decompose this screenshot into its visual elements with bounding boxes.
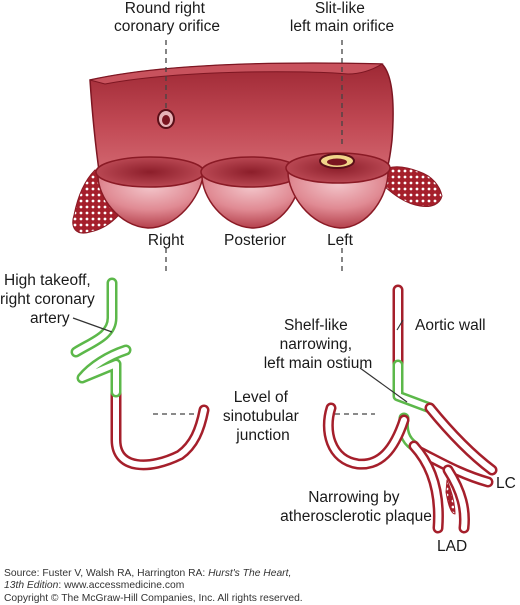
lad-label: LAD <box>437 538 467 555</box>
dashed-leaders <box>153 40 375 415</box>
shelf-like-label: Shelf-like narrowing, left main ostium <box>264 317 373 372</box>
right-dotted-tissue <box>383 166 443 207</box>
right-coronary-vessel <box>70 277 210 471</box>
cusp-right-label: Right <box>148 232 185 249</box>
cusp-posterior-label: Posterior <box>224 232 286 249</box>
high-takeoff-label: High takeoff, right coronary artery <box>0 272 99 327</box>
plaque-label: Narrowing by atherosclerotic plaque <box>280 489 432 525</box>
source-title: Hurst's The Heart, <box>208 568 292 579</box>
copyright-text: Copyright © The McGraw-Hill Companies, I… <box>4 593 303 604</box>
atherosclerotic-plaque <box>445 479 456 515</box>
aortic-wall-label: Aortic wall <box>415 317 486 334</box>
source-prefix: Source: Fuster V, Walsh RA, Harrington R… <box>4 568 209 579</box>
site-text: : www.accessmedicine.com <box>58 580 185 591</box>
labels: Round right coronary orifice Slit-like l… <box>0 0 516 555</box>
right-cusp <box>95 156 205 229</box>
aortic-wall-rim <box>89 62 384 85</box>
cusp-left-label: Left <box>327 232 354 249</box>
edition-text: 13th Edition <box>4 580 59 591</box>
source-citation: Source: Fuster V, Walsh RA, Harrington R… <box>4 568 291 580</box>
slit-left-orifice-label: Slit-like left main orifice <box>290 0 394 35</box>
source-edition: 13th Edition: www.accessmedicine.com <box>4 580 184 592</box>
solid-leaders <box>72 317 408 403</box>
round-right-orifice-label: Round right coronary orifice <box>114 0 220 35</box>
sinotubular-label: Level of sinotubular junction <box>223 389 303 444</box>
aortic-root-illustration <box>72 62 443 234</box>
copyright: Copyright © The McGraw-Hill Companies, I… <box>4 593 303 605</box>
lc-label: LC <box>496 475 516 492</box>
left-main-vessel <box>322 284 498 534</box>
